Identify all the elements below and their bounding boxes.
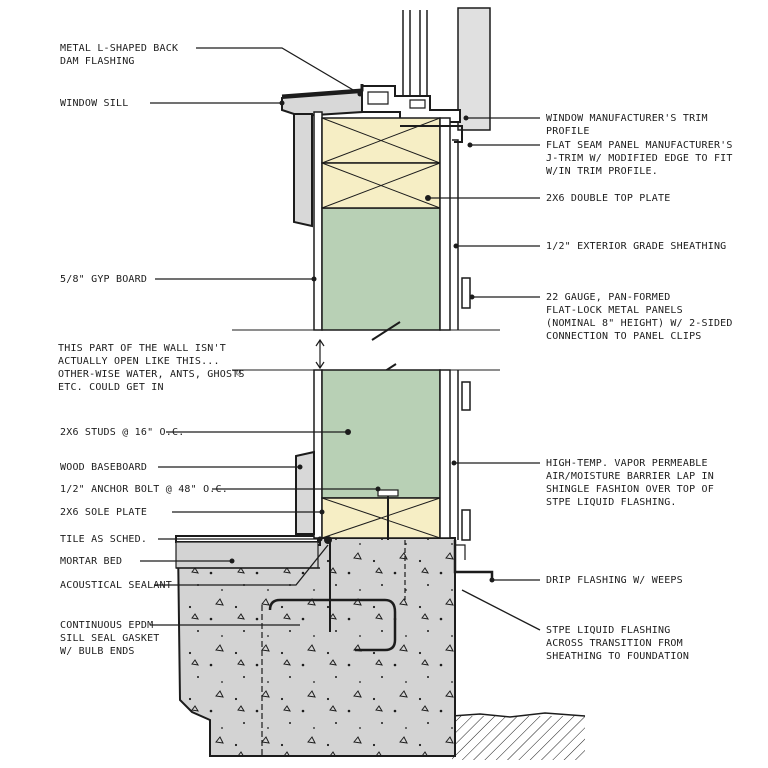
window-unit xyxy=(281,7,491,131)
label-drip-flashing: Drip flashing w/ weeps xyxy=(546,575,683,586)
label-wall-note: This part of the wall isn't actually ope… xyxy=(58,343,245,393)
label-gyp-board: 5/8" gyp board xyxy=(60,274,148,285)
label-window-sill: Window sill xyxy=(60,98,129,109)
drip-flashing xyxy=(453,540,494,582)
label-trim-profile: Window manufacturer's trim profile xyxy=(546,113,708,137)
interior-casing xyxy=(293,113,313,228)
label-anchor-bolt: 1/2" anchor bolt @ 48" o.c. xyxy=(60,484,228,495)
label-acoustical-sealant: Acoustical sealant xyxy=(60,580,172,591)
label-studs: 2x6 studs @ 16" o.c. xyxy=(60,427,185,438)
lower-wall-section xyxy=(295,369,471,544)
label-back-dam-flashing: Metal L-shaped back dam flashing xyxy=(60,43,179,67)
label-j-trim: Flat seam panel manufacturer's J-trim w/… xyxy=(546,140,733,177)
ghost-icon: ☺ xyxy=(236,369,242,379)
label-tile: Tile as sched. xyxy=(60,534,148,545)
label-air-barrier: High-temp. vapor permeable air/moisture … xyxy=(546,458,714,508)
leader-lines xyxy=(140,47,541,631)
label-top-plate: 2x6 double top plate xyxy=(546,193,671,204)
soil-hatch xyxy=(451,712,586,760)
upper-wall-section xyxy=(313,111,471,331)
label-sheathing: 1/2" exterior grade sheathing xyxy=(546,241,727,252)
label-liquid-flashing: STPE liquid flashing across transition f… xyxy=(546,625,690,662)
leader-dots xyxy=(229,91,495,583)
label-sill-gasket: Continuous EPDM sill seal gasket w/ bulb… xyxy=(60,620,160,657)
label-metal-panels: 22 gauge, pan-formed flat-lock metal pan… xyxy=(546,292,733,342)
concrete-foundation xyxy=(175,535,456,757)
label-sole-plate: 2x6 sole plate xyxy=(60,507,148,518)
label-baseboard: Wood baseboard xyxy=(60,462,148,473)
label-mortar-bed: Mortar bed xyxy=(60,556,123,567)
